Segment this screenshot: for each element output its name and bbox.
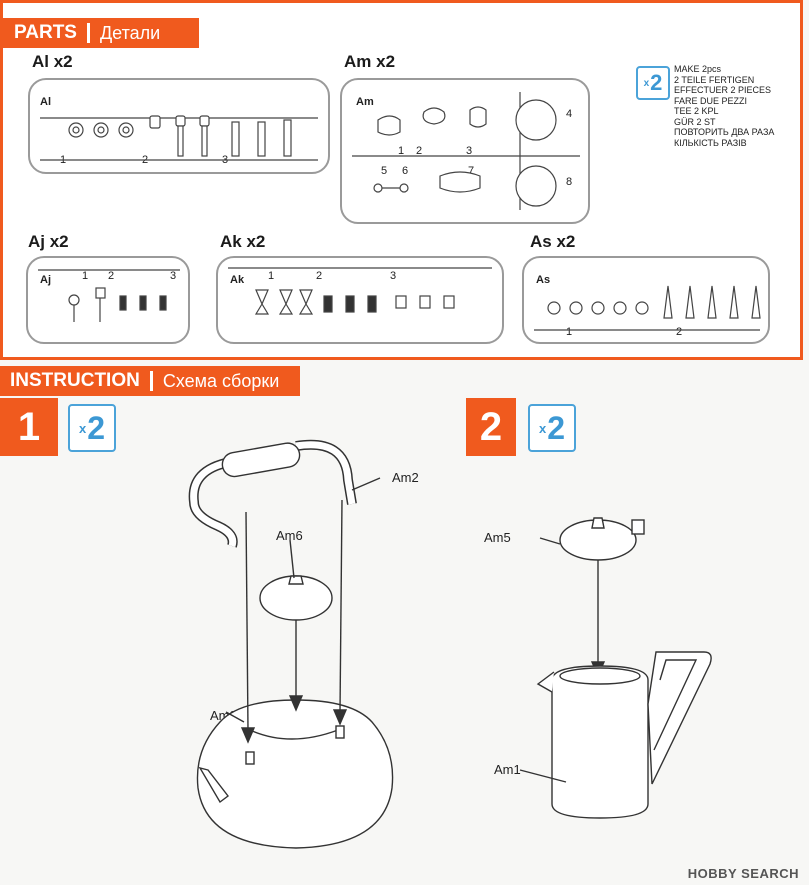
sprue-aj-num-1: 1: [82, 270, 89, 282]
make-line-5: TEE 2 KPL: [674, 106, 719, 116]
make-text: MAKE 2pcs 2 TEILE FERTIGEN EFFECTUER 2 P…: [674, 64, 802, 148]
sprue-aj-num-2: 2: [108, 270, 115, 282]
step-1-badge-x: x: [78, 420, 87, 436]
step-1-number: 1: [0, 398, 58, 456]
instruction-band: INSTRUCTION Схема сборки: [0, 366, 300, 396]
sprue-am-num-4: 4: [566, 108, 573, 120]
sprue-aj-tag: Aj: [40, 274, 51, 286]
sprue-as-num-2: 2: [676, 326, 683, 338]
sprue-as-num-1: 1: [566, 326, 573, 338]
step-2-badge-n: 2: [547, 409, 566, 446]
sprue-aj-header: Aj x2: [28, 232, 69, 251]
sprue-ak-num-3: 3: [390, 270, 397, 282]
parts-title: PARTS: [14, 22, 77, 43]
sprue-as-tag: As: [536, 274, 551, 286]
sprue-al-header: Al x2: [32, 52, 73, 71]
step-2-number: 2: [466, 398, 516, 456]
instruction-subtitle: Схема сборки: [162, 370, 280, 391]
sprue-ak-num-1: 1: [268, 270, 275, 282]
sprue-am-num-7: 7: [468, 165, 475, 177]
sprue-am-num-1: 1: [398, 145, 405, 157]
sprue-as-header: As x2: [530, 232, 576, 251]
make-line-4: FARE DUE PEZZI: [674, 95, 748, 106]
sprue-am-num-8: 8: [566, 176, 573, 188]
instruction-title: INSTRUCTION: [10, 370, 140, 391]
sprue-ak-tag: Ak: [230, 274, 245, 286]
watermark: HOBBY SEARCH: [687, 866, 799, 881]
step-1-badge-n: 2: [87, 409, 106, 446]
step-2-badge-x: x: [538, 420, 547, 436]
sprue-am-num-2: 2: [416, 145, 423, 157]
sprue-aj-num-3: 3: [170, 270, 177, 282]
sprue-am-header: Am x2: [344, 52, 396, 71]
sprue-ak-num-2: 2: [316, 270, 323, 282]
make-badge-x: x: [643, 77, 650, 89]
make-line-7: ПОВТОРИТЬ ДВА РАЗА: [674, 127, 775, 137]
sprue-al-tag: Al: [40, 96, 51, 108]
make-line-8: КІЛЬКІСТЬ РАЗІВ: [674, 137, 747, 148]
step-2-label-lid: Am5: [484, 530, 511, 545]
make-badge-n: 2: [650, 70, 663, 95]
sprue-ak-header: Ak x2: [220, 232, 266, 251]
parts-subtitle: Детали: [99, 22, 161, 43]
step-1-label-lid: Am6: [276, 528, 303, 543]
sprue-am-num-3: 3: [466, 145, 473, 157]
step-2-label-body: Am1: [494, 762, 521, 777]
step-1-label-handle: Am2: [392, 470, 419, 485]
make-line-1: MAKE 2pcs: [674, 64, 722, 74]
sprue-am-num-5: 5: [381, 165, 388, 177]
sprue-am-num-6: 6: [402, 165, 409, 177]
make-line-3: EFFECTUER 2 PIECES: [674, 85, 772, 95]
sprue-am-tag: Am: [356, 96, 374, 108]
parts-band: PARTS Детали: [0, 18, 199, 48]
sprue-as: [522, 256, 770, 344]
make-line-6: GÜR 2 ST: [674, 116, 716, 127]
make-line-2: 2 TEILE FERTIGEN: [674, 74, 755, 85]
